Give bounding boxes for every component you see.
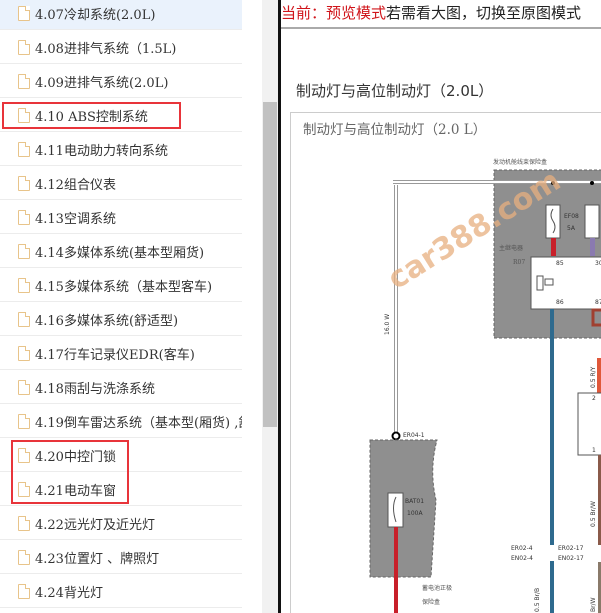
document-icon	[18, 515, 30, 531]
svg-text:100A: 100A	[407, 510, 423, 517]
chapter-label: 4.20中控门锁	[35, 449, 116, 465]
chapter-item[interactable]: 4.08进排气系统（1.5L)	[0, 31, 242, 64]
chapter-label: 4.16多媒体系统(舒适型)	[35, 313, 179, 329]
svg-text:ER04-1: ER04-1	[403, 432, 425, 439]
document-icon	[18, 447, 30, 463]
document-icon	[18, 209, 30, 225]
document-icon	[18, 107, 30, 123]
svg-text:保险盒: 保险盒	[422, 598, 440, 606]
document-icon	[18, 481, 30, 497]
svg-text:EF08: EF08	[564, 213, 579, 220]
document-icon	[18, 379, 30, 395]
chapter-list: 4.07冷却系统(2.0L) 4.08进排气系统（1.5L) 4.09进排气系统(2…	[0, 0, 262, 613]
chapter-item[interactable]: 4.12组合仪表	[0, 167, 242, 200]
svg-text:Br/W: Br/W	[590, 597, 597, 612]
svg-text:0.5 Br/W: 0.5 Br/W	[590, 501, 597, 527]
diagram-title: 制动灯与高位制动灯（2.0 L）	[303, 122, 487, 138]
svg-text:0.5 R/Y: 0.5 R/Y	[590, 366, 597, 388]
svg-text:87: 87	[595, 299, 601, 306]
diagram-frame	[290, 112, 601, 613]
document-icon	[18, 39, 30, 55]
chapter-item[interactable]: 4.20中控门锁	[0, 439, 242, 472]
document-icon	[18, 413, 30, 429]
chapter-label: 4.18雨刮与洗涤系统	[35, 381, 155, 397]
chapter-item[interactable]: 4.07冷却系统(2.0L)	[0, 0, 242, 30]
chapter-item[interactable]: 4.14多媒体系统(基本型厢货)	[0, 235, 242, 268]
svg-text:86: 86	[556, 299, 564, 306]
chapter-label: 4.09进排气系统(2.0L)	[35, 75, 169, 91]
chapter-item[interactable]: 4.17行车记录仪EDR(客车)	[0, 337, 242, 370]
page-title: 制动灯与高位制动灯（2.0L）	[296, 82, 494, 100]
svg-text:85: 85	[556, 260, 564, 267]
chapter-label: 4.10 ABS控制系统	[35, 109, 148, 125]
wire-blue	[550, 309, 554, 613]
chapter-label: 4.24背光灯	[35, 585, 103, 601]
document-icon	[18, 243, 30, 259]
chapter-item[interactable]: 4.11电动助力转向系统	[0, 133, 242, 166]
document-icon	[18, 277, 30, 293]
svg-text:2: 2	[592, 395, 596, 402]
chapter-item[interactable]: 4.19倒车雷达系统（基本型(厢货) ,舒适型	[0, 405, 242, 438]
document-icon	[18, 549, 30, 565]
svg-text:R07: R07	[513, 259, 525, 266]
chapter-item[interactable]: 4.21电动车窗	[0, 473, 242, 506]
chapter-item[interactable]: 4.09进排气系统(2.0L)	[0, 65, 242, 98]
preview-mode-notice[interactable]: 当前：预览模式若需看大图，切换至原图模式	[281, 2, 581, 23]
svg-text:ER02-17: ER02-17	[558, 545, 584, 552]
svg-text:EN02-4: EN02-4	[511, 555, 533, 562]
chapter-label: 4.21电动车窗	[35, 483, 116, 499]
chapter-item[interactable]: 4.23位置灯 、牌照灯	[0, 541, 242, 574]
document-viewer: 当前：预览模式若需看大图，切换至原图模式 制动灯与高位制动灯（2.0L） 制动灯…	[281, 0, 601, 613]
pane-divider[interactable]	[278, 0, 281, 613]
svg-text:ER02-4: ER02-4	[511, 545, 533, 552]
fusebox	[493, 169, 601, 339]
chapter-item[interactable]: 4.15多媒体系统（基本型客车)	[0, 269, 242, 302]
document-icon	[18, 345, 30, 361]
chapter-label: 4.15多媒体系统（基本型客车)	[35, 279, 213, 295]
svg-text:30: 30	[595, 260, 601, 267]
chapter-label: 4.11电动助力转向系统	[35, 143, 168, 159]
svg-text:1: 1	[592, 447, 596, 454]
chapter-label: 4.13空调系统	[35, 211, 116, 227]
chapter-label: 4.22远光灯及近光灯	[35, 517, 155, 533]
document-icon	[18, 5, 30, 21]
chapter-item[interactable]: 4.13空调系统	[0, 201, 242, 234]
chapter-item[interactable]: 4.10 ABS控制系统	[0, 99, 242, 132]
divider	[281, 27, 601, 29]
document-icon	[18, 583, 30, 599]
svg-text:BAT01: BAT01	[405, 498, 424, 505]
svg-text:16.0 W: 16.0 W	[384, 314, 391, 335]
chapter-label: 4.17行车记录仪EDR(客车)	[35, 347, 195, 363]
chapter-label: 4.23位置灯 、牌照灯	[35, 551, 160, 567]
svg-text:蓄电池正极: 蓄电池正极	[422, 584, 452, 592]
notice-suffix: 若需看大图，切换至原图模式	[386, 4, 582, 22]
chapter-label: 4.14多媒体系统(基本型厢货)	[35, 245, 205, 261]
chapter-item[interactable]: 4.16多媒体系统(舒适型)	[0, 303, 242, 336]
svg-text:主继电器: 主继电器	[499, 244, 523, 252]
wiring-diagram[interactable]: 发动机舱线束保险盒 EF08 5A 主继电器 R07 85 86 30 87 1…	[281, 0, 601, 613]
scrollbar-thumb[interactable]	[263, 102, 277, 427]
notice-prefix: 当前：预览模式	[281, 4, 387, 22]
chapter-item[interactable]: 4.18雨刮与洗涤系统	[0, 371, 242, 404]
svg-text:EN02-17: EN02-17	[558, 555, 584, 562]
document-icon	[18, 141, 30, 157]
chapter-item[interactable]: 4.24背光灯	[0, 575, 242, 608]
svg-text:0.5 Br/B: 0.5 Br/B	[534, 588, 541, 612]
document-icon	[18, 311, 30, 327]
document-icon	[18, 175, 30, 191]
connector-er04-1	[391, 431, 401, 441]
chapter-label: 4.12组合仪表	[35, 177, 116, 193]
chapter-item[interactable]: 4.22远光灯及近光灯	[0, 507, 242, 540]
chapter-label: 4.07冷却系统(2.0L)	[35, 7, 156, 23]
fusebox-label: 发动机舱线束保险盒	[493, 158, 547, 166]
document-icon	[18, 73, 30, 89]
chapter-label: 4.19倒车雷达系统（基本型(厢货) ,舒适型	[35, 415, 242, 431]
brake-switch	[577, 392, 601, 456]
chapter-label: 4.08进排气系统（1.5L)	[35, 41, 177, 57]
svg-text:5A: 5A	[567, 225, 576, 232]
